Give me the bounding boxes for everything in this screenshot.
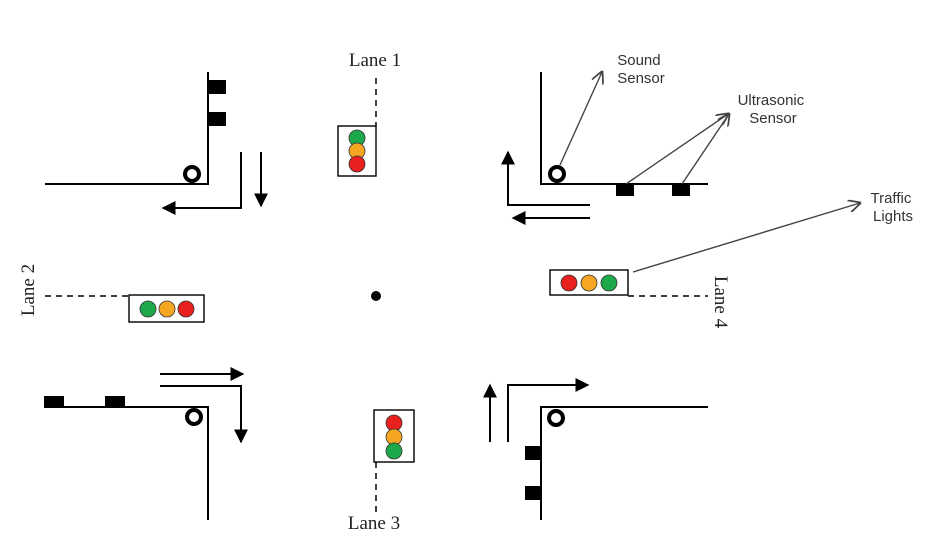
ultrasonic-sensor-icon: [672, 183, 690, 196]
ultrasonic-sensor-label: Ultrasonic Sensor: [738, 92, 809, 127]
sound-sensor-label-line2: Sensor: [617, 70, 665, 87]
road-edge-bottom-right: [540, 406, 708, 520]
lane-dividers: [45, 78, 708, 512]
traffic-lights-label-line2: Lights: [873, 208, 913, 225]
traffic-light-lane1: [337, 125, 377, 177]
traffic-light-lamp: [177, 300, 195, 318]
road-edge-top-right: [540, 72, 708, 185]
traffic-lights-pointer: [632, 203, 860, 273]
ultrasonic-sensor-pointer: [625, 114, 728, 185]
traffic-flow-arrows: [160, 150, 590, 444]
ultrasonic-sensor-icon: [209, 80, 226, 94]
sound-sensor-label: Sound Sensor: [617, 52, 665, 87]
flow-arrow-top-left-turn: [161, 152, 242, 215]
ultrasonic-sensor-pointer: [681, 114, 729, 185]
ultrasonic-sensor-label-line2: Sensor: [749, 110, 797, 127]
lane2-label: Lane 2: [18, 264, 39, 316]
traffic-light-lamp: [158, 300, 176, 318]
sound-sensor-icon: [183, 165, 201, 183]
lane1-label: Lane 1: [349, 50, 401, 71]
sound-sensors: [183, 165, 566, 427]
traffic-light-lamp: [600, 274, 618, 292]
traffic-lights-label: Traffic Lights: [870, 190, 915, 225]
ultrasonic-sensor-icon: [525, 446, 542, 460]
ultrasonic-sensor-icon: [209, 112, 226, 126]
sound-sensor-icon: [548, 165, 566, 183]
sound-sensor-icon: [185, 408, 203, 426]
traffic-light-lane4: [549, 269, 629, 296]
traffic-light-lane2: [128, 294, 205, 323]
sound-sensor-pointer: [559, 72, 602, 166]
flow-arrow-bottom-right-turn: [507, 378, 590, 442]
ultrasonic-sensor-icon: [525, 486, 542, 500]
ultrasonic-sensor-label-line1: Ultrasonic: [738, 92, 805, 109]
ultrasonic-sensor-icon: [105, 396, 125, 408]
lane3-label: Lane 3: [348, 513, 400, 534]
road-edges: [45, 72, 708, 520]
traffic-light-lamp: [580, 274, 598, 292]
traffic-lights-label-line1: Traffic: [870, 190, 911, 207]
intersection-center-dot: [371, 291, 381, 301]
ultrasonic-sensor-icon: [44, 396, 64, 408]
flow-arrow-bottom-left-turn: [160, 385, 248, 444]
lane4-label: Lane 4: [710, 276, 731, 329]
road-edge-bottom-left: [45, 406, 209, 520]
traffic-light-lamp: [348, 155, 366, 173]
callout-pointers: [559, 72, 860, 273]
sound-sensor-icon: [547, 409, 565, 427]
ultrasonic-sensors: [44, 80, 690, 500]
flow-arrow-top-right-up: [501, 150, 590, 206]
sound-sensor-label-line1: Sound: [617, 52, 660, 69]
road-edge-top-left: [45, 72, 209, 185]
traffic-light-lamp: [560, 274, 578, 292]
traffic-light-lane3: [373, 409, 415, 463]
traffic-light-lamp: [139, 300, 157, 318]
ultrasonic-sensor-icon: [616, 183, 634, 196]
traffic-light-lamp: [385, 442, 403, 460]
